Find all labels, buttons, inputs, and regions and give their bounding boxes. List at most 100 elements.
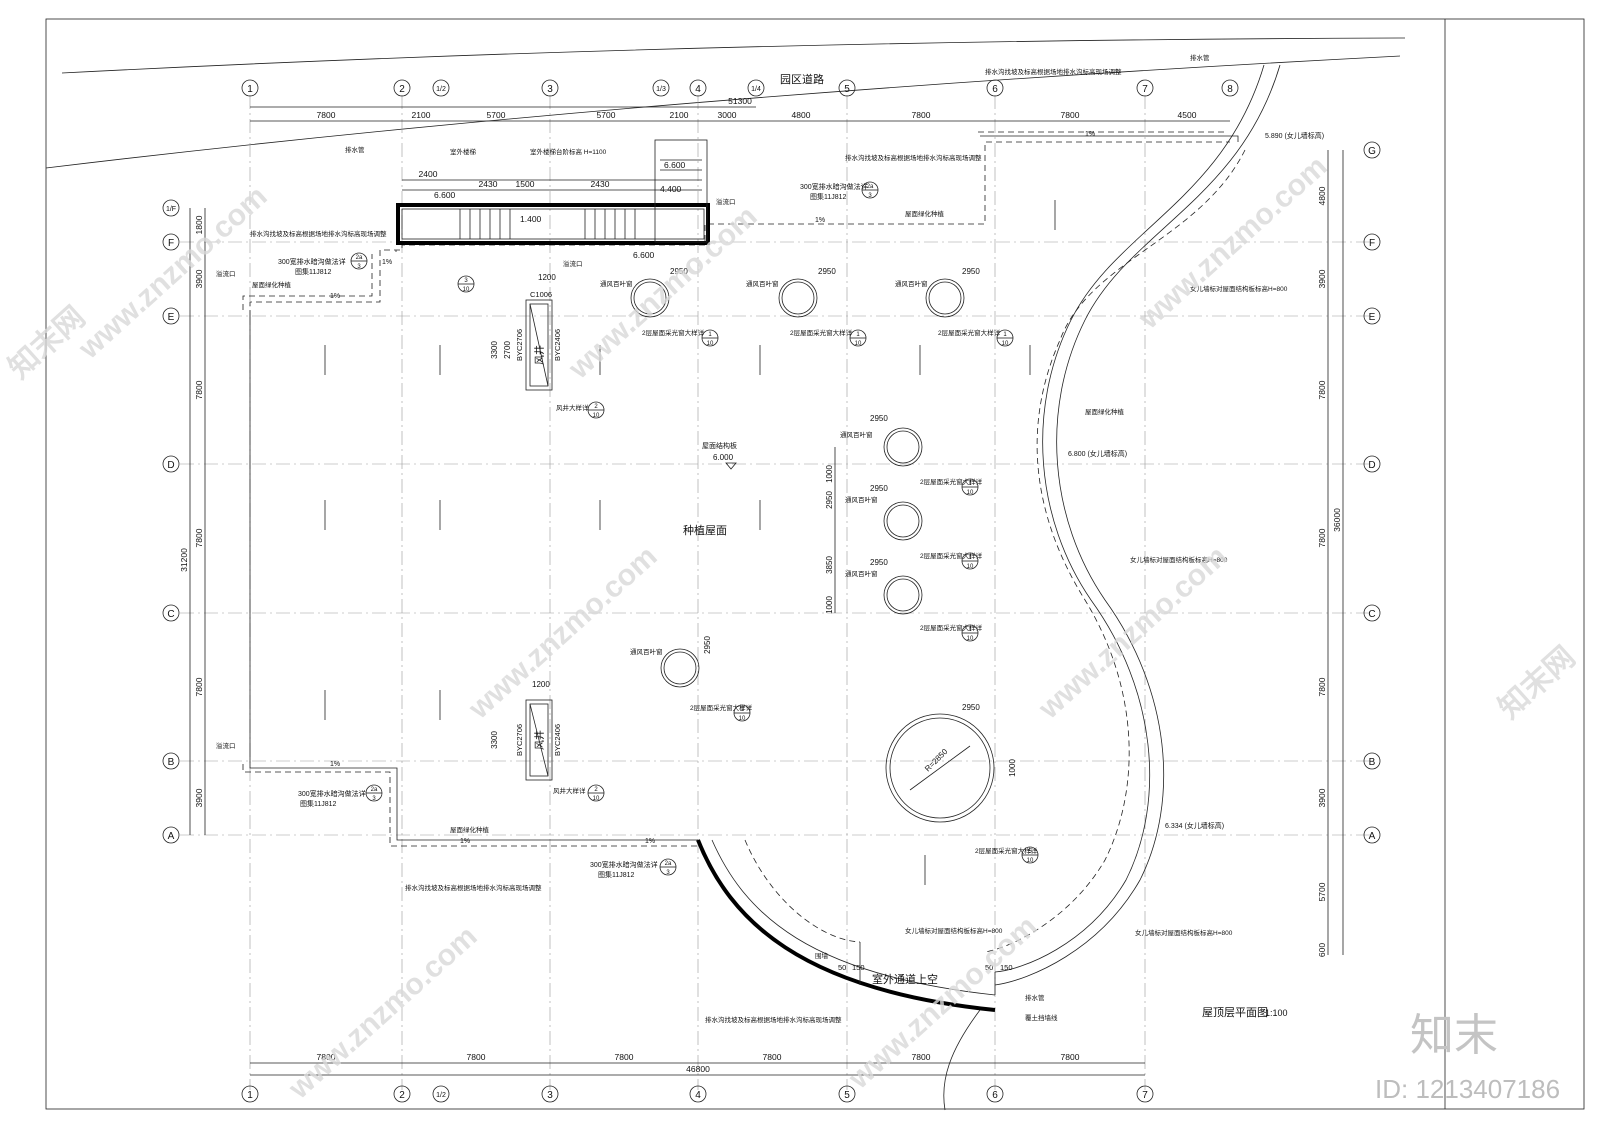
skylight-4-vent: 通风百叶窗 <box>840 430 873 439</box>
dim-top-6: 3000 <box>718 110 737 120</box>
grid-lines-vertical <box>249 95 1146 1090</box>
slope-s2: 1% <box>645 838 655 845</box>
skylight-3: 2950 通风百叶窗 2层屋面采光窗大样详 <box>895 267 1001 337</box>
drain-note-n-b: 图集11J812 <box>810 192 847 201</box>
skylight-4: 2950 通风百叶窗 2层屋面采光窗大样详 <box>840 414 983 486</box>
shaft-south: 风井 BYC2706 BYC2406 1200 3300 风井大样详 <box>490 680 586 795</box>
dim-bottom-1: 7800 <box>317 1052 336 1062</box>
axis-bottom-1: 1 <box>247 1090 253 1101</box>
dim-right-4: 7800 <box>1317 528 1327 547</box>
dim-stair-2430b: 2430 <box>591 179 610 189</box>
road-edge <box>61 37 1406 74</box>
skylight-2-dim: 2950 <box>818 267 836 276</box>
ref-shaft-top: 3 <box>464 278 468 284</box>
skylight-5-vent: 通风百叶窗 <box>845 495 878 504</box>
skylight-6-ref: 2层屋面采光窗大样详 <box>920 623 983 632</box>
axis-left-D: D <box>167 460 174 471</box>
dimension-chain-right: 4800 3900 7800 7800 7800 3900 5700 600 3… <box>1317 150 1344 957</box>
axis-left-1F: 1/F <box>166 206 176 213</box>
skylight-5-ref: 2层屋面采光窗大样详 <box>920 551 983 560</box>
passage-dim-150a: 150 <box>852 963 865 972</box>
axis-right-C: C <box>1368 609 1375 620</box>
overflow-sw: 溢流口 <box>216 741 236 750</box>
dim-right-total: 36000 <box>1332 508 1342 532</box>
axis-top-2: 2 <box>399 84 405 95</box>
detail-refs: 2a 3 2a 3 2a 3 2a 3 3 10 2 10 2 10 1 10 … <box>350 181 1039 876</box>
shaft-north-dim-1200: 1200 <box>538 273 556 282</box>
ref-shaft-s-bottom: 10 <box>593 796 600 802</box>
skylight-4-dim: 2950 <box>870 414 888 423</box>
overflow-n: 溢流口 <box>716 197 736 206</box>
axis-bottom-5: 5 <box>844 1090 850 1101</box>
axis-top-1-2: 1/2 <box>436 86 446 93</box>
drain-note-s-a: 300宽排水暗沟做法详 <box>590 860 658 869</box>
drain-adjust-s: 排水沟找坡及标高根据场地排水沟标高现场调整 <box>405 883 542 892</box>
ref-sky3-bottom: 10 <box>1002 341 1009 347</box>
skylight-7: 2950 通风百叶窗 2层屋面采光窗大样详 <box>630 636 753 712</box>
dimension-chain-left: 31200 1800 3900 7800 7800 7800 3900 <box>179 208 206 835</box>
axis-left-B: B <box>168 757 175 768</box>
axis-right-G: G <box>1368 146 1376 157</box>
skylight-large-ref: 2层屋面采光窗大样详 <box>975 846 1038 855</box>
dim-top-2: 2100 <box>412 110 431 120</box>
dim-col-1000b: 1000 <box>825 596 834 614</box>
drawing-title: 屋顶层平面图 <box>1202 1006 1268 1019</box>
shaft-south-door-a: BYC2706 <box>515 724 524 756</box>
drain-note-nw-a: 300宽排水暗沟做法详 <box>278 257 346 266</box>
watermark-3: www.znzmo.com <box>1132 150 1334 336</box>
shaft-south-dim-3300: 3300 <box>490 731 499 749</box>
stair-label: 室外楼梯 <box>450 147 477 156</box>
dim-right-1: 4800 <box>1317 186 1327 205</box>
axis-bubbles-right: G F E D C B A <box>1363 141 1381 844</box>
shaft-north-door-c: C1006 <box>530 290 552 299</box>
axis-top-4: 4 <box>695 84 701 95</box>
drawing-scale: 1:100 <box>1265 1008 1288 1018</box>
axis-top-8: 8 <box>1227 84 1233 95</box>
ref-large-bottom: 10 <box>1027 858 1034 864</box>
skylight-large: R=2850 2950 2层屋面采光窗大样详 <box>885 703 1038 855</box>
axis-left-F: F <box>168 238 174 249</box>
skylight-7-ref: 2层屋面采光窗大样详 <box>690 703 753 712</box>
ref-sky1-top: 1 <box>708 332 712 338</box>
skylight-6-dim: 2950 <box>870 558 888 567</box>
axis-top-1: 1 <box>247 84 253 95</box>
drain-adjust-n: 排水沟找坡及标高根据场地排水沟标高现场调整 <box>845 153 982 162</box>
overflow-nw: 溢流口 <box>216 269 236 278</box>
elev-southeast: 6.334 (女儿墙标高) <box>1165 821 1224 830</box>
ref-shaft-bottom: 10 <box>463 287 470 293</box>
axis-bottom-3: 3 <box>547 1090 553 1101</box>
shaft-north: 风井 BYC2706 BYC2406 C1006 1200 3300 2700 … <box>490 273 589 412</box>
ref-shaft-n-top: 2 <box>594 404 598 410</box>
ref-sky6-top: 1 <box>968 627 972 633</box>
elev-stair-east: 6.600 <box>633 250 655 260</box>
dim-right-8: 600 <box>1317 943 1327 957</box>
slope-top: 1% <box>382 259 392 266</box>
axis-top-6: 6 <box>992 84 998 95</box>
ref-sky2-bottom: 10 <box>855 341 862 347</box>
drain-note-n-a: 300宽排水暗沟做法详 <box>800 182 868 191</box>
skylight-3-vent: 通风百叶窗 <box>895 279 928 288</box>
axis-top-5: 5 <box>844 84 850 95</box>
shaft-north-ref: 风井大样详 <box>556 403 589 412</box>
dim-right-5: 7800 <box>1317 677 1327 696</box>
skylight-4-ref: 2层屋面采光窗大样详 <box>920 477 983 486</box>
axis-bubbles-bottom: 1 2 1/2 3 4 5 6 7 <box>241 1085 1154 1103</box>
ref-s-top: 2a <box>665 861 672 867</box>
elev-stair-1: 6.600 <box>664 160 686 170</box>
ref-shaft-s-top: 2 <box>594 787 598 793</box>
plant-edge-note: 屋面绿化种植 <box>1085 407 1125 416</box>
watermark-6: www.znzmo.com <box>282 920 484 1106</box>
skylight-6-vent: 通风百叶窗 <box>845 569 878 578</box>
slope-nw: 1% <box>330 293 340 300</box>
axis-left-C: C <box>167 609 174 620</box>
axis-bottom-1-2: 1/2 <box>436 1092 446 1099</box>
dim-right-6: 3900 <box>1317 788 1327 807</box>
dim-top-4: 5700 <box>597 110 616 120</box>
plant-edge-sw: 屋面绿化种植 <box>450 825 490 834</box>
dim-bottom-total: 46800 <box>686 1064 710 1074</box>
skylight-5-dim: 2950 <box>870 484 888 493</box>
shaft-north-door-b: BYC2406 <box>553 329 562 361</box>
dim-stair-1500: 1500 <box>516 179 535 189</box>
brand-id: ID: 1213407186 <box>1375 1074 1560 1104</box>
